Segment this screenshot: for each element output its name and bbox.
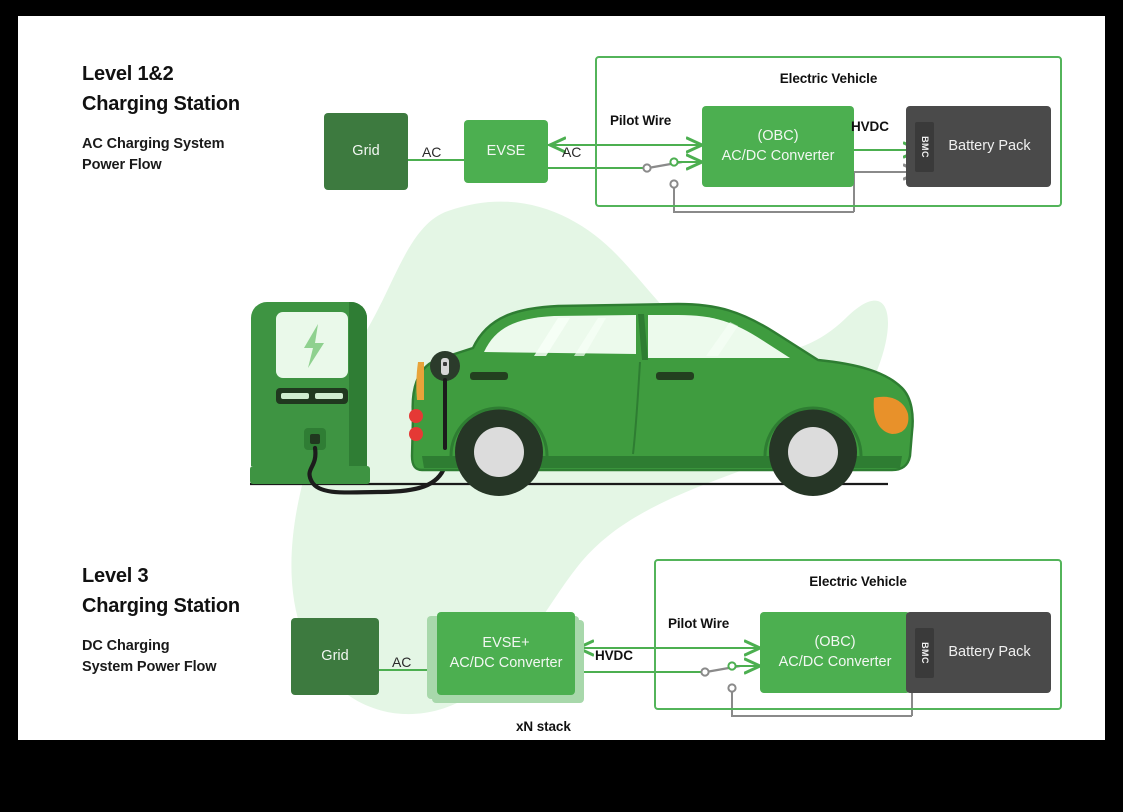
- bmc-strip-bottom: BMC: [915, 628, 934, 678]
- bmc-label-top: BMC: [919, 136, 930, 158]
- car-window-rear: [648, 315, 790, 358]
- bmc-strip-top: BMC: [915, 122, 934, 172]
- lightning-bolt-icon: [304, 324, 324, 368]
- electric-vehicle-enclosure-top: [595, 56, 1062, 207]
- wire-label-hvdc-top: HVDC: [851, 119, 889, 134]
- grid-box-bottom[interactable]: Grid: [291, 618, 379, 695]
- evse-box-top[interactable]: EVSE: [464, 120, 548, 183]
- top-diagram-wires: [407, 145, 919, 213]
- car-door-handle-front: [470, 372, 508, 380]
- wire-label-ac-evse-ev-top: AC: [562, 144, 582, 160]
- diagram-canvas: Level 1&2 Charging Station AC Charging S…: [18, 16, 1105, 740]
- obc-box-top[interactable]: (OBC) AC/DC Converter: [702, 106, 854, 187]
- grid-box-top[interactable]: Grid: [324, 113, 408, 190]
- evse-ac-dc-converter-box-bottom[interactable]: EVSE+ AC/DC Converter: [437, 612, 575, 695]
- headlight: [873, 396, 909, 434]
- electric-vehicle-label-top: Electric Vehicle: [779, 71, 878, 86]
- electric-car: [409, 302, 914, 496]
- taillight-lower: [409, 427, 423, 441]
- page-subtitle-level3: DC Charging System Power Flow: [82, 638, 217, 676]
- car-wheel-front: [769, 408, 857, 496]
- charging-cable: [307, 445, 448, 495]
- electric-vehicle-label-bottom: Electric Vehicle: [809, 574, 907, 589]
- wire-label-ac-grid-evse-bottom: AC: [392, 654, 412, 670]
- car-door-handle-rear: [656, 372, 694, 380]
- page-title-level3: Level 3 Charging Station: [82, 565, 240, 617]
- car-wheel-rear: [455, 408, 543, 496]
- page-subtitle-level12: AC Charging System Power Flow: [82, 136, 225, 174]
- obc-box-bottom[interactable]: (OBC) AC/DC Converter: [760, 612, 910, 693]
- page-title-level12: Level 1&2 Charging Station: [82, 63, 240, 115]
- illustration-layer: [250, 16, 1105, 717]
- taillight-upper: [409, 409, 423, 423]
- wire-label-ac-grid-evse-top: AC: [422, 144, 442, 160]
- wire-label-hvdc-bottom: HVDC: [595, 648, 633, 663]
- charging-station: [250, 302, 448, 495]
- wire-label-pilot-wire-top: Pilot Wire: [610, 113, 672, 128]
- wire-label-pilot-wire-bottom: Pilot Wire: [668, 616, 730, 631]
- electric-vehicle-enclosure-bottom: [654, 559, 1062, 710]
- bmc-label-bottom: BMC: [919, 642, 930, 664]
- evse-stack-caption: xN stack: [516, 719, 571, 734]
